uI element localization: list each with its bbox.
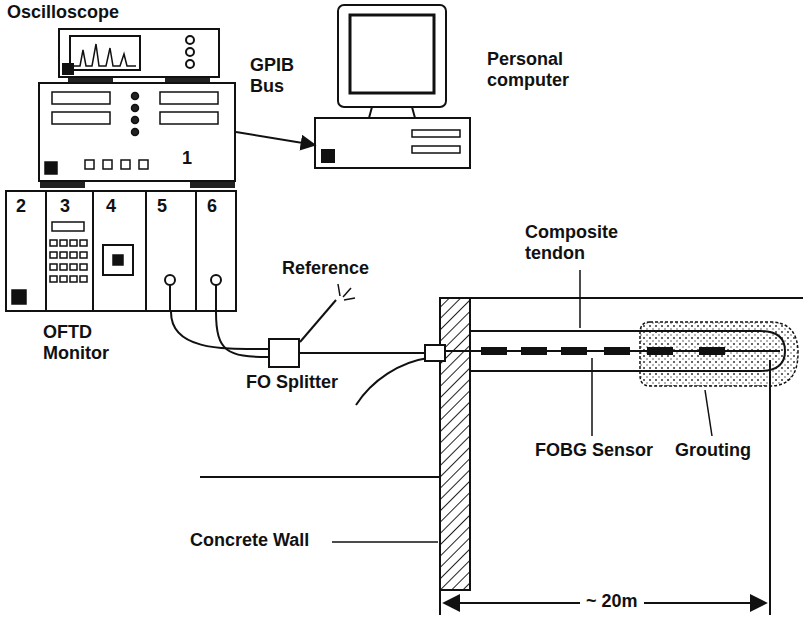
computer-drawing xyxy=(315,5,470,168)
node-text: FO Splitter xyxy=(246,372,338,393)
main-unit-detail xyxy=(40,92,235,188)
node-text: 2 xyxy=(16,196,26,217)
main-unit-box: 1 xyxy=(38,82,236,182)
tendon-drawing xyxy=(425,322,798,386)
rack-module: 5 xyxy=(145,190,197,312)
tendon-label: Composite tendon xyxy=(525,222,637,263)
computer-node: Personal computer xyxy=(315,5,470,170)
dimension-label: ~ 20m xyxy=(580,591,644,612)
rack-module: 4 xyxy=(92,190,147,312)
oscilloscope-detail xyxy=(63,36,210,82)
node-text: 3 xyxy=(60,196,70,217)
node-text: Oscilloscope xyxy=(7,2,119,23)
edge-label: GPIB Bus xyxy=(250,55,312,96)
node-text: 6 xyxy=(207,196,217,217)
connector xyxy=(171,312,268,349)
node-text: 1 xyxy=(182,148,376,169)
node-text: OFTD Monitor xyxy=(43,322,139,363)
dimension-line xyxy=(440,360,770,615)
rack-module: 6 xyxy=(195,190,237,312)
connector xyxy=(216,312,268,357)
grouting-label: Grouting xyxy=(675,440,751,461)
node-text: 4 xyxy=(106,196,116,217)
node-text: 5 xyxy=(157,196,167,217)
oscilloscope-box: Oscilloscope xyxy=(58,28,220,78)
reference-label: Reference xyxy=(282,258,369,279)
monitor-modules-detail xyxy=(12,222,221,312)
wall-label: Concrete Wall xyxy=(190,530,309,551)
sensor-label: FOBG Sensor xyxy=(535,440,653,461)
rack-module: 3 xyxy=(45,190,94,312)
leader-lines xyxy=(332,270,712,542)
connector xyxy=(236,132,315,145)
splitter-box: FO Splitter xyxy=(268,338,300,368)
node-text: Personal computer xyxy=(487,49,599,90)
monitor-rack: OFTD Monitor23456 xyxy=(5,190,237,312)
rack-module: 2 xyxy=(5,190,47,312)
